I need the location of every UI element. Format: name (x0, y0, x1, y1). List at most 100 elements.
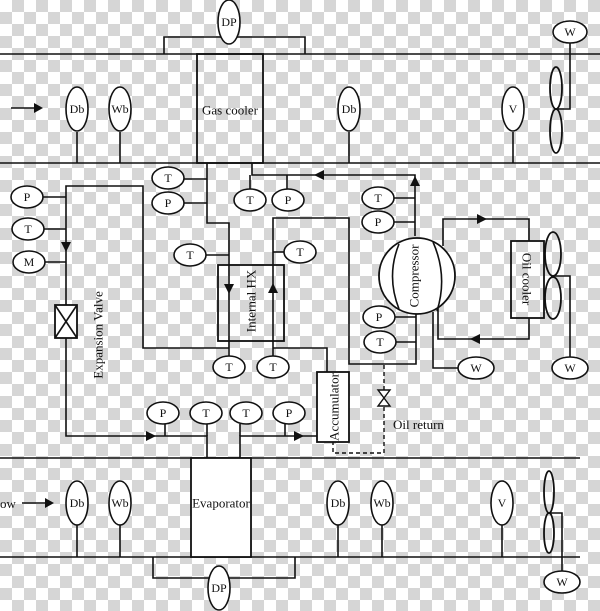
svg-text:T: T (246, 193, 254, 207)
oil-return-line (332, 365, 392, 454)
sensor-gc-inlet-p: P (271, 175, 305, 212)
svg-text:P: P (376, 310, 383, 324)
sensor-hx-hot-outlet-t: T (212, 355, 246, 379)
svg-text:W: W (556, 575, 568, 589)
sensor-discharge-p: P (361, 210, 415, 234)
svg-text:T: T (374, 191, 382, 205)
compressor-label: Compressor (407, 244, 422, 308)
svg-text:P: P (24, 190, 31, 204)
sensor-top-db-outlet: Db (337, 86, 361, 163)
svg-text:DP: DP (221, 15, 237, 29)
svg-text:P: P (160, 406, 167, 420)
svg-text:T: T (269, 360, 277, 374)
arrow-left-icon (314, 170, 324, 180)
evaporator-label: Evaporator (192, 496, 250, 511)
arrow-down-icon (61, 242, 71, 252)
oil-cooler: Oil cooler (510, 240, 545, 319)
evaporator: Evaporator (190, 457, 252, 558)
accumulator-label: Accumulator (327, 372, 342, 441)
expansion-valve-label: Expansion Valve (91, 291, 106, 379)
air-flow-label: ow (0, 496, 17, 511)
sensor-evap-inlet-t: T (189, 401, 223, 436)
gas-cooler-label: Gas cooler (202, 103, 259, 118)
sensor-hx-cold-outlet-t: T (273, 240, 317, 264)
svg-text:P: P (165, 196, 172, 210)
sensor-top-db-inlet: Db (65, 86, 89, 163)
top-air-duct (0, 53, 600, 164)
sensor-gc-outlet-t: T (151, 166, 207, 190)
svg-text:T: T (376, 335, 384, 349)
sensor-oil-fan-power: W (551, 356, 589, 380)
gas-cooler: Gas cooler (196, 53, 264, 164)
svg-text:Db: Db (342, 102, 357, 116)
svg-text:W: W (564, 361, 576, 375)
arrow-left-icon (470, 334, 480, 344)
arrow-right-icon (477, 214, 487, 224)
svg-text:V: V (509, 102, 518, 116)
sensor-bottom-db-outlet: Db (326, 480, 350, 557)
sensor-bottom-wb-outlet: Wb (370, 480, 394, 557)
bottom-airflow-arrow (22, 498, 54, 508)
sensor-hx-hot-inlet-t: T (173, 243, 229, 267)
sensor-bottom-wb-inlet: Wb (108, 480, 132, 557)
compressor: Compressor (378, 237, 456, 315)
expansion-valve (54, 304, 78, 339)
sensor-expansion-p: P (10, 185, 66, 209)
sensor-gc-inlet-t: T (233, 175, 267, 212)
svg-text:Db: Db (70, 496, 85, 510)
top-fan-icon (549, 42, 571, 154)
sensor-discharge-t: T (361, 186, 415, 210)
svg-text:P: P (285, 193, 292, 207)
svg-text:T: T (186, 248, 194, 262)
svg-text:T: T (164, 171, 172, 185)
svg-text:Db: Db (70, 102, 85, 116)
arrow-right-icon (146, 431, 156, 441)
sensor-evap-inlet-p: P (146, 401, 180, 436)
svg-text:Db: Db (331, 496, 346, 510)
sensor-compressor-power: W (457, 356, 495, 380)
internal-hx: Internal HX (217, 264, 285, 342)
arrow-down-icon (224, 284, 234, 294)
arrow-up-icon (268, 283, 278, 293)
svg-text:T: T (225, 360, 233, 374)
top-airflow-arrow (11, 103, 43, 113)
internal-hx-label: Internal HX (244, 269, 259, 332)
svg-text:W: W (470, 361, 482, 375)
sensor-bottom-db-inlet: Db (65, 480, 89, 557)
oil-return-label: Oil return (393, 417, 444, 432)
sensor-bottom-fan-power: W (543, 570, 581, 594)
svg-text:Wb: Wb (373, 496, 390, 510)
svg-text:T: T (242, 406, 250, 420)
svg-text:Wb: Wb (111, 496, 128, 510)
accumulator: Accumulator (316, 371, 350, 443)
sensor-gc-outlet-p: P (151, 191, 207, 215)
oil-cooler-fan-icon (544, 231, 571, 357)
sensor-suction-p: P (362, 305, 416, 329)
sensor-suction-t: T (363, 330, 416, 354)
arrow-up-icon (410, 176, 420, 186)
svg-text:Wb: Wb (111, 102, 128, 116)
sensor-bottom-velocity: V (490, 480, 514, 557)
svg-text:T: T (296, 245, 304, 259)
svg-text:M: M (24, 255, 35, 269)
svg-text:P: P (375, 215, 382, 229)
sensor-top-velocity: V (501, 86, 525, 163)
svg-text:T: T (24, 222, 32, 236)
sensor-evap-outlet-t: T (229, 401, 263, 436)
svg-text:W: W (564, 25, 576, 39)
sensor-hx-cold-inlet-t: T (256, 355, 290, 379)
svg-text:P: P (286, 406, 293, 420)
bottom-fan-icon (543, 470, 563, 571)
sensor-evap-outlet-p: P (272, 401, 306, 436)
arrow-right-icon (294, 431, 304, 441)
svg-text:V: V (498, 496, 507, 510)
oil-return-valve-icon (376, 389, 392, 407)
svg-text:T: T (202, 406, 210, 420)
flow-arrows (61, 170, 487, 441)
sensor-mass-flow: M (12, 250, 66, 274)
oil-cooler-label: Oil cooler (520, 253, 535, 306)
sensor-top-fan-power: W (552, 20, 588, 44)
sensor-top-wb-inlet: Wb (108, 86, 132, 163)
svg-text:DP: DP (211, 581, 227, 595)
sensor-top-dp: DP (217, 0, 241, 45)
